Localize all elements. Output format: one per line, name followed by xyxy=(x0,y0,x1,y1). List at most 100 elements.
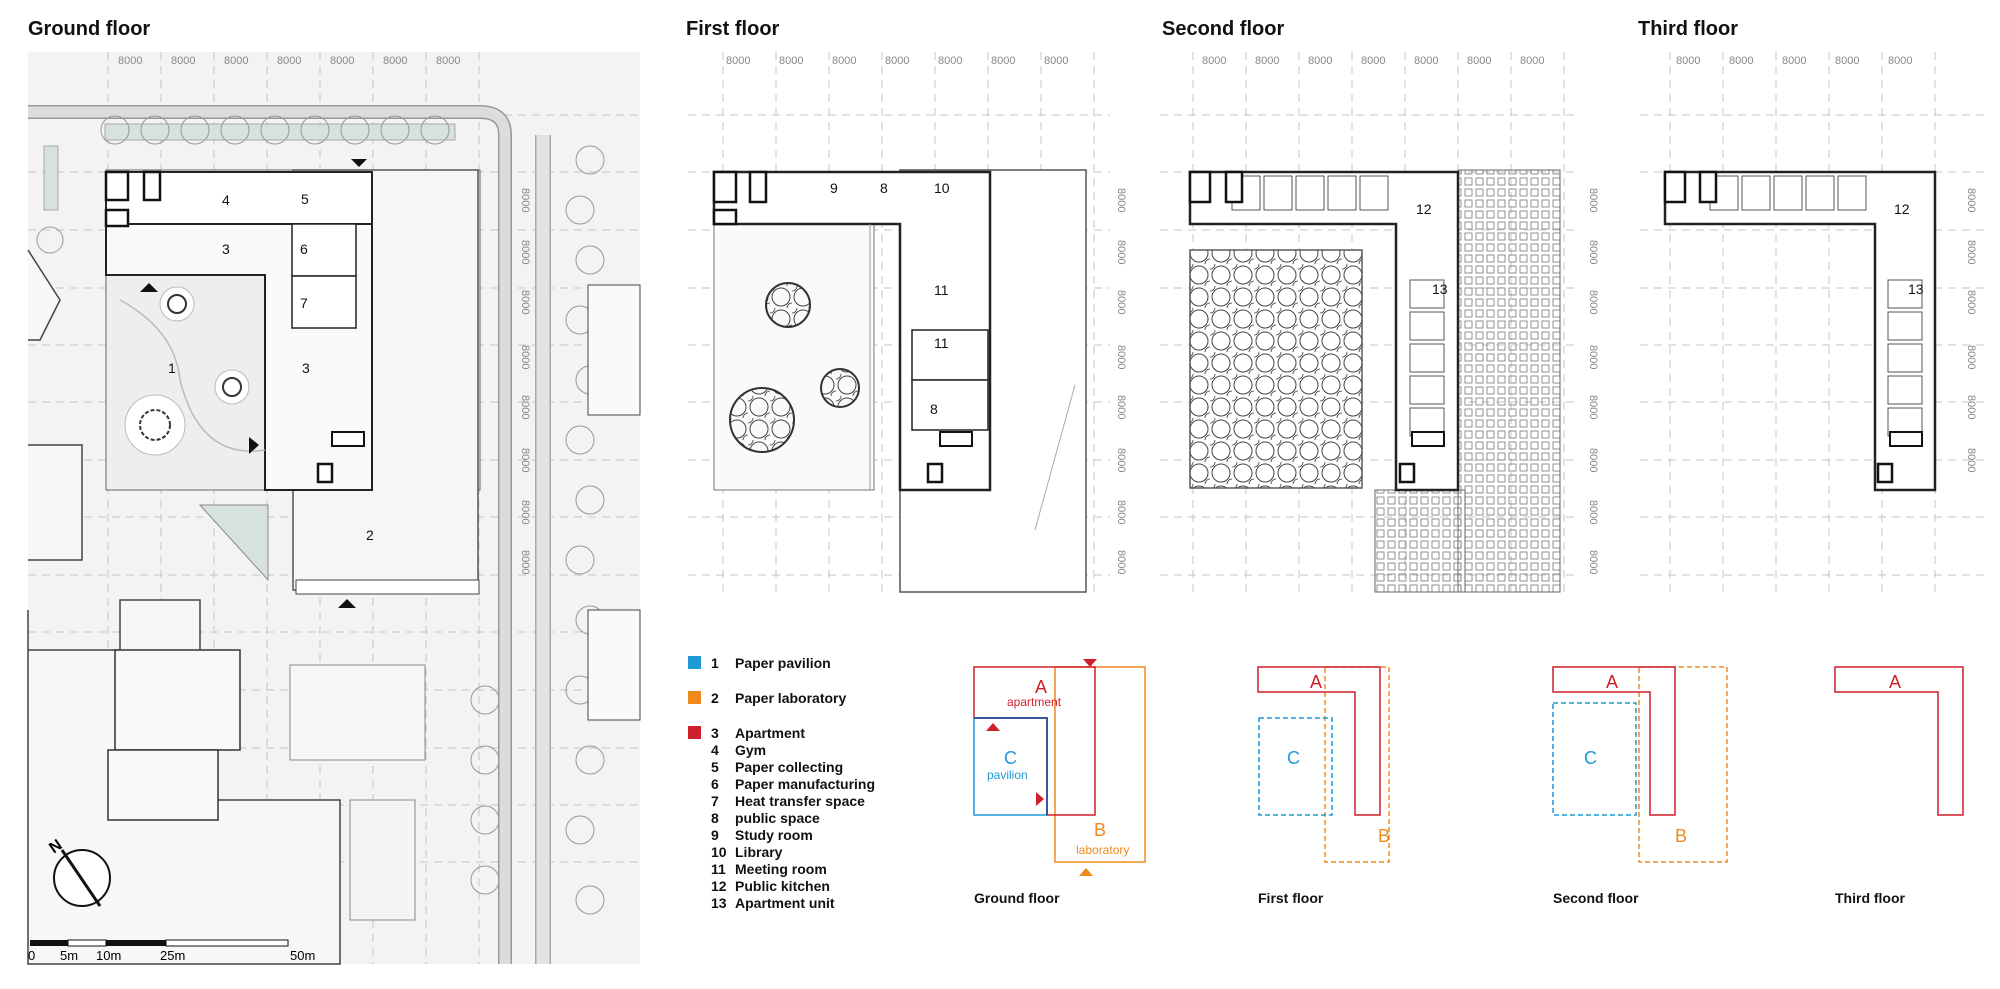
ground-dimensions: 8000 8000 8000 8000 8000 8000 8000 8000 … xyxy=(118,55,531,574)
svg-text:8000: 8000 xyxy=(1587,550,1599,574)
legend-label: Apartment unit xyxy=(735,894,835,911)
svg-text:8000: 8000 xyxy=(991,55,1015,67)
svg-text:8000: 8000 xyxy=(519,500,531,524)
svg-text:8000: 8000 xyxy=(1587,448,1599,472)
road-surface xyxy=(28,106,511,964)
svg-text:A: A xyxy=(1606,672,1618,692)
svg-text:12: 12 xyxy=(1894,201,1910,217)
zoning-first: A C B First floor xyxy=(1257,666,1390,906)
svg-text:8000: 8000 xyxy=(1965,188,1977,212)
title-ground-floor: Ground floor xyxy=(28,18,151,40)
svg-text:8000: 8000 xyxy=(1467,55,1491,67)
title-second-floor: Second floor xyxy=(1162,18,1285,40)
legend-label: Paper pavilion xyxy=(735,654,831,671)
hedge-north xyxy=(104,123,456,141)
svg-text:8000: 8000 xyxy=(1587,290,1599,314)
svg-text:8000: 8000 xyxy=(1587,240,1599,264)
legend-label: Heat transfer space xyxy=(735,792,865,809)
svg-text:8000: 8000 xyxy=(1782,55,1806,67)
svg-text:25m: 25m xyxy=(160,948,185,963)
svg-text:8000: 8000 xyxy=(519,240,531,264)
svg-text:8000: 8000 xyxy=(519,345,531,369)
svg-text:1: 1 xyxy=(168,360,176,376)
svg-text:8000: 8000 xyxy=(1587,500,1599,524)
svg-text:8000: 8000 xyxy=(885,55,909,67)
third-floor-plan: 8000 8000 8000 8000 8000 8000 8000 8000 80… xyxy=(1640,52,1990,598)
svg-text:Ground floor: Ground floor xyxy=(974,890,1060,906)
svg-text:8000: 8000 xyxy=(1888,55,1912,67)
zoning-diagrams: A apartment C pavilion B laboratory Grou… xyxy=(973,659,1964,906)
legend-number: 1 xyxy=(711,654,719,671)
svg-text:2: 2 xyxy=(366,527,374,543)
svg-text:8000: 8000 xyxy=(1044,55,1068,67)
svg-text:laboratory: laboratory xyxy=(1076,843,1129,857)
svg-text:8000: 8000 xyxy=(1676,55,1700,67)
svg-text:5m: 5m xyxy=(60,948,78,963)
svg-text:C: C xyxy=(1287,748,1300,768)
title-first-floor: First floor xyxy=(686,18,780,40)
svg-text:8000: 8000 xyxy=(519,290,531,314)
svg-text:11: 11 xyxy=(934,335,949,351)
svg-text:8000: 8000 xyxy=(1965,240,1977,264)
legend-number: 10 xyxy=(711,843,727,860)
svg-text:10m: 10m xyxy=(96,948,121,963)
svg-text:8000: 8000 xyxy=(519,395,531,419)
svg-text:C: C xyxy=(1584,748,1597,768)
legend-swatch xyxy=(688,726,701,739)
svg-text:8: 8 xyxy=(930,401,938,417)
scale-bar: 0 5m 10m 25m 50m xyxy=(28,939,315,963)
svg-text:8000: 8000 xyxy=(519,448,531,472)
svg-text:8000: 8000 xyxy=(1115,188,1127,212)
svg-text:13: 13 xyxy=(1432,281,1448,297)
svg-text:10: 10 xyxy=(934,180,950,196)
svg-text:8000: 8000 xyxy=(1115,500,1127,524)
svg-text:3: 3 xyxy=(302,360,310,376)
svg-text:8000: 8000 xyxy=(1202,55,1226,67)
svg-text:8000: 8000 xyxy=(1965,448,1977,472)
svg-text:5: 5 xyxy=(301,191,309,207)
svg-text:8000: 8000 xyxy=(1965,345,1977,369)
svg-text:8000: 8000 xyxy=(938,55,962,67)
legend-label: Apartment xyxy=(735,724,806,741)
legend-label: Meeting room xyxy=(735,860,827,877)
svg-text:B: B xyxy=(1675,826,1687,846)
svg-text:8: 8 xyxy=(880,180,888,196)
svg-text:8000: 8000 xyxy=(1520,55,1544,67)
svg-text:8000: 8000 xyxy=(1255,55,1279,67)
svg-text:12: 12 xyxy=(1416,201,1432,217)
legend-swatch xyxy=(688,691,701,704)
svg-text:8000: 8000 xyxy=(1587,345,1599,369)
svg-text:B: B xyxy=(1094,820,1106,840)
svg-text:8000: 8000 xyxy=(519,550,531,574)
svg-text:8000: 8000 xyxy=(1587,395,1599,419)
svg-text:apartment: apartment xyxy=(1007,695,1062,709)
dim-label: 8000 xyxy=(436,55,460,67)
dim-label: 8000 xyxy=(224,55,248,67)
svg-text:8000: 8000 xyxy=(832,55,856,67)
legend-label: Public kitchen xyxy=(735,877,830,894)
zoning-ground: A apartment C pavilion B laboratory Grou… xyxy=(973,659,1146,906)
svg-text:8000: 8000 xyxy=(1729,55,1753,67)
svg-text:pavilion: pavilion xyxy=(987,768,1028,782)
legend-number: 11 xyxy=(711,860,726,877)
legend-number: 9 xyxy=(711,826,719,843)
svg-text:3: 3 xyxy=(222,241,230,257)
legend-number: 13 xyxy=(711,894,727,911)
title-third-floor: Third floor xyxy=(1638,18,1738,40)
svg-text:6: 6 xyxy=(300,241,308,257)
svg-text:50m: 50m xyxy=(290,948,315,963)
svg-text:8000: 8000 xyxy=(779,55,803,67)
svg-text:B: B xyxy=(1378,826,1390,846)
dim-label: 8000 xyxy=(171,55,195,67)
svg-text:8000: 8000 xyxy=(1965,290,1977,314)
svg-text:8000: 8000 xyxy=(1587,188,1599,212)
legend-number: 8 xyxy=(711,809,719,826)
legend-number: 5 xyxy=(711,758,719,775)
dim-label: 8000 xyxy=(330,55,354,67)
